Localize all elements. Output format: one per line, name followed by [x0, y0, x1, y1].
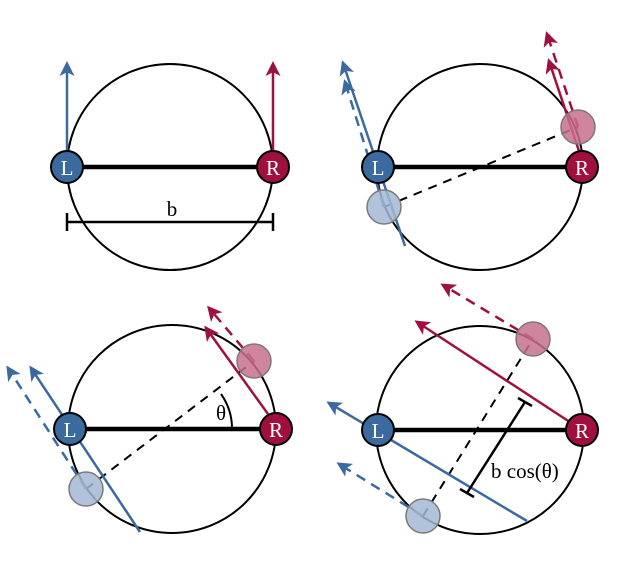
projection-dimension [459, 396, 533, 499]
right-wheel: R [259, 412, 293, 446]
angle-arc [220, 393, 234, 430]
projection-label: b cos(θ) [491, 459, 559, 483]
rotated-left-velocity-arrow [6, 365, 88, 490]
right-wheel-label: R [575, 419, 589, 443]
rotated-axle-dashed [422, 338, 534, 517]
rotated-left-velocity-arrow [341, 79, 386, 208]
left-velocity-arrow [326, 401, 528, 523]
panel-bottom-right: b cos(θ) L R [326, 283, 599, 535]
left-wheel: L [53, 412, 87, 446]
baseline-dimension [65, 213, 275, 231]
ghost-right-wheel [560, 109, 596, 145]
ghost-right-wheel [515, 321, 551, 357]
right-wheel: R [565, 413, 599, 447]
panel-bottom-left: θ L R [6, 305, 293, 534]
baseline-label: b [167, 197, 178, 221]
ghost-left-wheel [68, 471, 104, 507]
rotated-axle-dashed [85, 360, 255, 490]
right-velocity-arrow [204, 325, 270, 415]
panel-top-left: b L R [50, 61, 290, 271]
angle-label: θ [216, 401, 226, 425]
ghost-left-wheel [405, 498, 441, 534]
right-velocity-arrow [414, 320, 583, 432]
left-wheel-label: L [372, 419, 385, 443]
left-wheel-label: L [64, 418, 77, 442]
left-velocity-arrow [29, 365, 142, 533]
panel-top-right: L R [339, 31, 599, 271]
rotated-axle-dashed [383, 126, 579, 208]
right-wheel: R [256, 150, 290, 184]
left-wheel: L [50, 150, 84, 184]
right-wheel-label: R [269, 418, 283, 442]
left-wheel: L [361, 150, 395, 184]
right-wheel-label: R [575, 156, 589, 180]
left-wheel-label: L [61, 156, 74, 180]
left-wheel-label: L [372, 156, 385, 180]
ghost-right-wheel [236, 343, 272, 379]
left-wheel: L [361, 413, 395, 447]
right-wheel-label: R [266, 156, 280, 180]
ghost-left-wheel [366, 189, 402, 225]
right-wheel: R [565, 150, 599, 184]
rotated-right-velocity-arrow [207, 305, 255, 362]
